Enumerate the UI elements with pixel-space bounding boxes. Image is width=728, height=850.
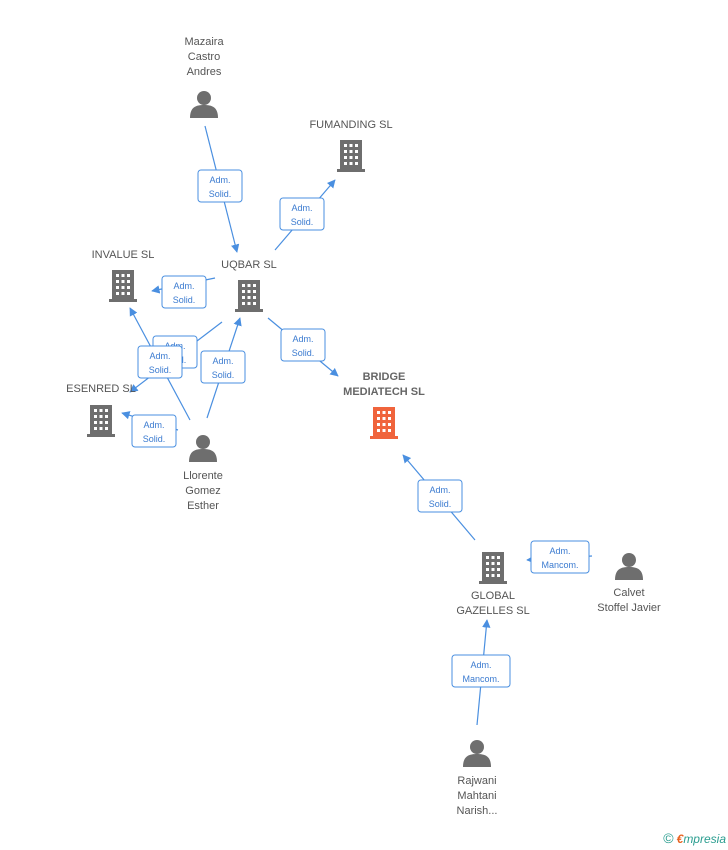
building-icon <box>109 270 137 302</box>
edge-label[interactable]: Adm. Solid. <box>200 350 246 384</box>
edge-label-line: Solid. <box>173 295 196 305</box>
node-rajwani[interactable]: RajwaniMahtaniNarish... <box>457 740 498 817</box>
brand-logo-text: mpresia <box>683 832 726 846</box>
edge-label[interactable]: Adm. Mancom. <box>451 654 511 688</box>
person-icon <box>615 553 643 580</box>
edge-label[interactable]: Adm. Solid. <box>280 328 326 362</box>
node-label: BRIDGE <box>363 371 406 383</box>
edge-label-line: Adm. <box>549 546 570 556</box>
node-label: Andres <box>187 66 222 78</box>
person-icon <box>463 740 491 767</box>
edge-label-line: Adm. <box>212 356 233 366</box>
building-icon <box>370 407 398 439</box>
building-icon <box>87 405 115 437</box>
edge-label[interactable]: Adm. Solid. <box>137 345 183 379</box>
edge-label-line: Solid. <box>429 499 452 509</box>
node-label: Narish... <box>457 805 498 817</box>
edge-label-line: Adm. <box>173 281 194 291</box>
edge-label-line: Solid. <box>143 434 166 444</box>
node-label: FUMANDING SL <box>309 119 392 131</box>
node-label: Gomez <box>185 485 220 497</box>
edge-label[interactable]: Adm. Solid. <box>417 479 463 513</box>
edge-label-line: Solid. <box>291 217 314 227</box>
node-label: GAZELLES SL <box>456 605 529 617</box>
node-label: Llorente <box>183 470 223 482</box>
edge-label-line: Adm. <box>429 485 450 495</box>
node-label: Rajwani <box>457 775 496 787</box>
node-label: INVALUE SL <box>92 249 155 261</box>
node-label: Calvet <box>613 587 644 599</box>
edge-label-line: Solid. <box>209 189 232 199</box>
edge-label[interactable]: Adm. Solid. <box>161 275 207 309</box>
edge-label-line: Mancom. <box>541 560 578 570</box>
node-invalue[interactable]: INVALUE SL <box>92 249 155 302</box>
brand-footer: ©€mpresia <box>663 830 726 846</box>
node-label: GLOBAL <box>471 590 515 602</box>
edge-label[interactable]: Adm. Solid. <box>279 197 325 231</box>
edge-label-line: Adm. <box>149 351 170 361</box>
building-icon <box>479 552 507 584</box>
building-icon <box>337 140 365 172</box>
node-bridge[interactable]: BRIDGE MEDIATECH SL <box>343 371 425 439</box>
node-uqbar[interactable]: UQBAR SL <box>221 259 277 312</box>
edge-label-line: Adm. <box>143 420 164 430</box>
edge-label-line: Adm. <box>209 175 230 185</box>
edge-label-line: Adm. <box>291 203 312 213</box>
edge-label-line: Adm. <box>470 660 491 670</box>
person-icon <box>190 91 218 118</box>
node-label: Stoffel Javier <box>597 602 661 614</box>
edge-label-line: Adm. <box>292 334 313 344</box>
edge-label[interactable]: Adm. Solid. <box>197 169 243 203</box>
edge-label-line: Solid. <box>212 370 235 380</box>
copyright-icon: © <box>663 830 674 846</box>
node-label: ESENRED SL <box>66 383 136 395</box>
edge-label[interactable]: Adm. Mancom. <box>530 540 590 574</box>
building-icon <box>235 280 263 312</box>
node-label: Mazaira <box>184 36 224 48</box>
node-label: Mahtani <box>457 790 496 802</box>
node-label: Esther <box>187 500 219 512</box>
node-global[interactable]: GLOBAL GAZELLES SL <box>456 552 530 617</box>
person-icon <box>189 435 217 462</box>
node-label: UQBAR SL <box>221 259 277 271</box>
edge-label-line: Mancom. <box>462 674 499 684</box>
brand-logo-mark: € <box>676 832 684 846</box>
node-fumanding[interactable]: FUMANDING SL <box>309 119 393 172</box>
node-esenred[interactable]: ESENRED SL <box>66 383 136 437</box>
edge-label-line: Solid. <box>292 348 315 358</box>
node-label: Castro <box>188 51 220 63</box>
edge-label[interactable]: Adm. Solid. <box>131 414 177 448</box>
node-label: MEDIATECH SL <box>343 386 425 398</box>
edge-label-line: Solid. <box>149 365 172 375</box>
